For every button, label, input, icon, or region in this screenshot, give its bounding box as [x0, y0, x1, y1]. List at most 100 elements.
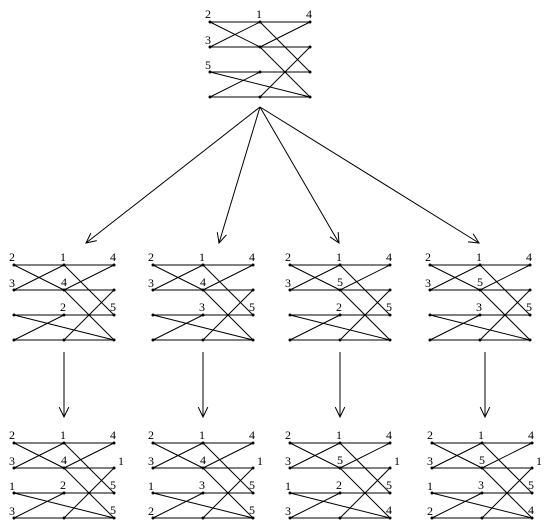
edge-c-e: [479, 264, 531, 291]
node-label-i: 5: [249, 300, 255, 314]
node-g: [208, 70, 212, 74]
node-k: [201, 338, 205, 342]
node-label-c: 4: [249, 250, 255, 264]
node-h: [338, 491, 342, 495]
node-d: [151, 466, 155, 470]
node-label-e: 5: [477, 275, 483, 289]
node-label-e: 4: [200, 453, 206, 467]
edge-b-i: [202, 442, 254, 494]
node-a: [288, 263, 292, 267]
node-f: [308, 45, 312, 49]
node-j: [12, 516, 16, 520]
edge-g-l: [13, 314, 115, 341]
node-c: [112, 263, 116, 267]
edge-f-k: [481, 467, 533, 519]
node-i: [388, 491, 392, 495]
node-l: [530, 516, 534, 520]
arrow-root-to-mid-3: [259, 106, 340, 244]
node-label-d: 3: [285, 276, 291, 290]
edge-d-b: [209, 21, 261, 48]
arrow-root-to-mid-2: [216, 106, 261, 245]
node-label-d: 3: [425, 276, 431, 290]
arrow-mid-4-to-bot-4: [479, 352, 491, 419]
node-h: [338, 313, 342, 317]
node-j: [288, 516, 292, 520]
edge-c-e: [202, 442, 254, 469]
node-label-b: 1: [199, 250, 205, 264]
derivation-arrows: [58, 106, 491, 419]
node-label-h: 2: [336, 478, 342, 492]
edge-f-k: [259, 46, 311, 98]
node-label-i: 5: [386, 478, 392, 492]
node-j: [288, 338, 292, 342]
node-label-i: 5: [526, 300, 532, 314]
edge-f-k: [63, 289, 115, 341]
node-d: [12, 466, 16, 470]
node-e: [258, 45, 262, 49]
node-h: [62, 491, 66, 495]
edge-f-k: [202, 467, 254, 519]
node-i: [530, 491, 534, 495]
node-label-d: 3: [285, 454, 291, 468]
node-label-j: 3: [285, 504, 291, 518]
node-label-l: 4: [528, 503, 534, 517]
node-a: [151, 263, 155, 267]
edge-b-i: [63, 442, 115, 494]
node-e: [201, 288, 205, 292]
edge-g-l: [289, 492, 391, 519]
node-l: [388, 338, 392, 342]
edge-d-b: [13, 264, 65, 291]
node-c: [388, 441, 392, 445]
node-f: [251, 466, 255, 470]
node-label-b: 1: [476, 250, 482, 264]
node-label-g: 1: [9, 479, 15, 493]
node-label-i: 5: [528, 478, 534, 492]
node-label-a: 2: [425, 250, 431, 264]
arrow-mid-1-to-bot-1: [58, 352, 70, 419]
edge-c-e: [63, 264, 115, 291]
edge-b-i: [481, 442, 533, 494]
node-e: [338, 466, 342, 470]
node-label-j: 2: [427, 504, 433, 518]
node-label-f: 1: [118, 454, 124, 468]
node-f: [530, 466, 534, 470]
node-label-e: 5: [337, 275, 343, 289]
node-j: [208, 95, 212, 99]
edge-b-i: [339, 442, 391, 494]
edge-c-e: [481, 442, 533, 469]
node-label-i: 5: [110, 300, 116, 314]
node-j: [430, 516, 434, 520]
node-k: [478, 338, 482, 342]
edge-j-h: [431, 492, 483, 519]
node-c: [308, 20, 312, 24]
edge-g-l: [429, 314, 531, 341]
edge-j-h: [13, 492, 65, 519]
node-label-l: 4: [386, 503, 392, 517]
edge-d-b: [431, 442, 483, 469]
node-l: [112, 338, 116, 342]
node-d: [288, 466, 292, 470]
node-a: [12, 263, 16, 267]
edge-b-i: [259, 21, 311, 73]
edge-f-k: [479, 289, 531, 341]
node-label-a: 2: [205, 7, 211, 21]
node-label-d: 3: [148, 454, 154, 468]
node-label-d: 3: [9, 454, 15, 468]
edge-g-l: [209, 71, 311, 98]
node-a: [428, 263, 432, 267]
node-label-g: 1: [148, 479, 154, 493]
node-a: [430, 441, 434, 445]
node-label-c: 4: [386, 250, 392, 264]
node-label-e: 4: [61, 275, 67, 289]
node-e: [62, 288, 66, 292]
node-label-h: 2: [60, 300, 66, 314]
node-k: [62, 338, 66, 342]
edge-j-h: [152, 492, 204, 519]
node-f: [388, 288, 392, 292]
edge-c-e: [202, 264, 254, 291]
